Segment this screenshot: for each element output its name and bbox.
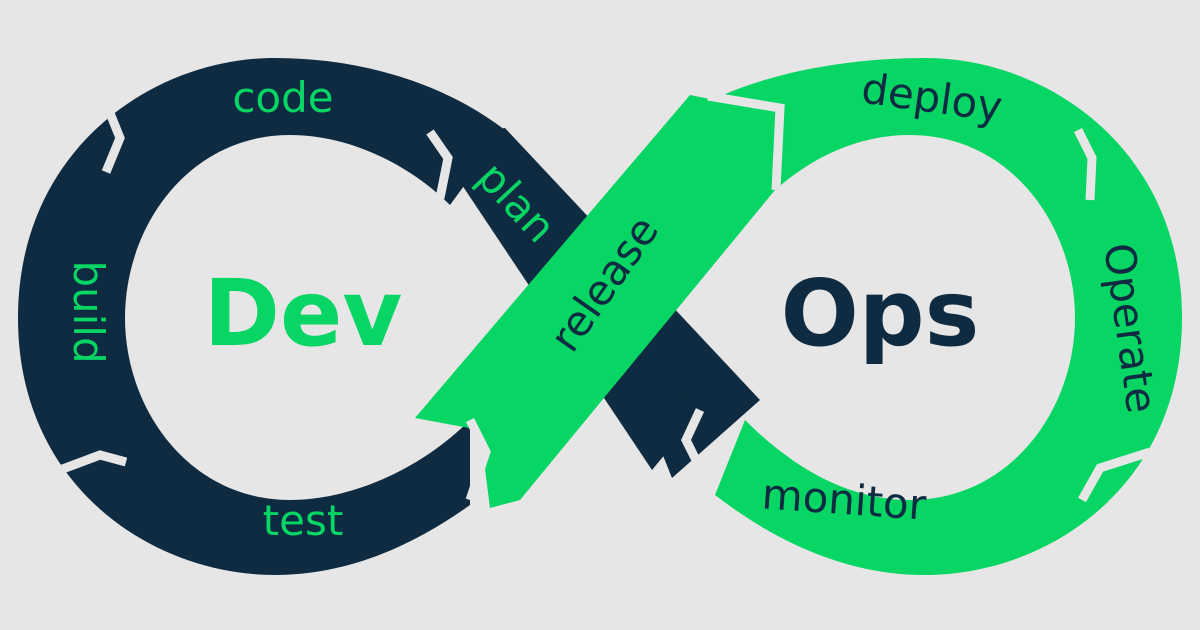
gap-monitor-release — [681, 408, 717, 495]
stage-monitor-label: monitor — [760, 469, 928, 529]
release-band — [415, 95, 790, 508]
ops-loop — [415, 58, 1182, 575]
stage-test-label: test — [263, 496, 344, 545]
gap-build-test — [58, 450, 128, 475]
gap-operate-monitor — [1078, 447, 1152, 503]
dev-arrow-head — [640, 398, 760, 478]
ops-ring — [712, 58, 1182, 575]
dev-label: Dev — [204, 260, 403, 367]
gap-release-deploy — [707, 91, 785, 191]
stage-code-label: code — [232, 73, 333, 122]
stage-build-label: build — [64, 260, 113, 363]
gap-deploy-operate — [1073, 127, 1097, 201]
segment-gaps — [58, 91, 1152, 503]
dev-ring — [18, 58, 505, 575]
ops-label: Ops — [781, 260, 980, 367]
gap-test-release — [465, 417, 491, 502]
gap-code-plan — [426, 129, 453, 199]
gap-build-code — [101, 106, 125, 174]
